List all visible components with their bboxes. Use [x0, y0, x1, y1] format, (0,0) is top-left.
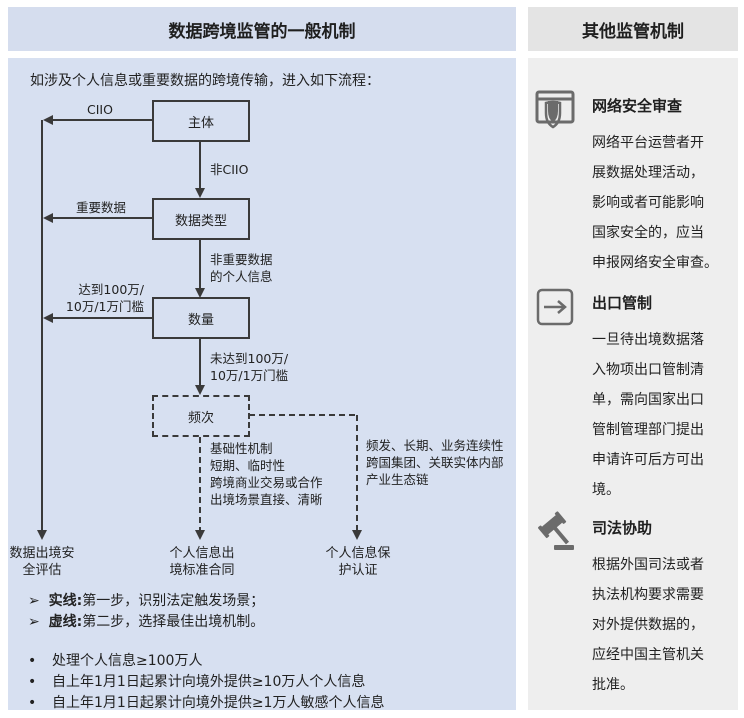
export-control-section: 出口管制 一旦待出境数据落入物项出口管制清 单，需向国家出口管制管理部门提出 申…	[534, 288, 734, 502]
important-data-label: 重要数据	[76, 200, 127, 215]
non-important-label: 非重要数据的个人信息	[210, 252, 273, 284]
threshold-list: 处理个人信息≥100万人 自上年1月1日起累计向境外提供≥10万人个人信息 自上…	[28, 651, 384, 714]
judicial-assistance-section: 司法协助 根据外国司法或者执法机构要求需要 对外提供数据的，应经中国主管机关 批…	[534, 511, 734, 707]
flow-panel	[8, 58, 516, 710]
legend-solid: ➢ 实线:第一步，识别法定触发场景；	[28, 593, 265, 609]
frequency-box: 频次	[152, 395, 250, 437]
basic-mechanism-label: 基础性机制短期、临时性 跨境商业交易或合作出境场景直接、清晰	[210, 441, 323, 507]
shield-icon	[535, 90, 575, 129]
list-item: 自上年1月1日起累计向境外提供≥10万人个人信息	[28, 672, 384, 693]
legend-dashed: ➢ 虚线:第二步，选择最佳出境机制。	[28, 614, 265, 630]
general-mechanism-header: 数据跨境监管的一般机制	[8, 7, 516, 51]
security-assessment-outcome: 数据出境安全评估	[9, 546, 75, 578]
section-title: 司法协助	[592, 519, 653, 537]
gavel-icon	[538, 511, 574, 550]
list-item: 自上年1月1日起累计向境外提供≥1万人敏感个人信息	[28, 693, 384, 714]
ciio-label: CIIO	[87, 102, 113, 117]
section-title: 出口管制	[592, 294, 653, 312]
section-title: 网络安全审查	[592, 97, 683, 115]
section-text: 网络平台运营者开展数据处理活动， 影响或者可能影响国家安全的，应当 申报网络安全…	[592, 135, 718, 271]
subject-box: 主体	[152, 100, 250, 142]
flow-intro: 如涉及个人信息或重要数据的跨境传输，进入如下流程：	[30, 73, 380, 89]
section-text: 一旦待出境数据落入物项出口管制清 单，需向国家出口管制管理部门提出 申请许可后方…	[592, 332, 704, 498]
non-ciio-label: 非CIIO	[210, 162, 249, 177]
certification-outcome: 个人信息保护认证	[325, 546, 391, 578]
section-text: 根据外国司法或者执法机构要求需要 对外提供数据的，应经中国主管机关 批准。	[592, 557, 704, 693]
other-mechanism-header: 其他监管机制	[528, 7, 738, 51]
data-type-box: 数据类型	[152, 198, 250, 240]
legend-marker-icon: ➢	[28, 593, 40, 609]
exit-arrow-icon	[536, 288, 574, 326]
other-panel	[528, 58, 738, 710]
list-item: 处理个人信息≥100万人	[28, 651, 384, 672]
frequent-scenario-label: 频发、长期、业务连续性跨国集团、关联实体内部 产业生态链	[366, 438, 504, 487]
reached-threshold-label: 达到100万/10万/1万门槛	[65, 282, 144, 314]
standard-contract-outcome: 个人信息出境标准合同	[169, 546, 235, 578]
not-reached-label: 未达到100万/10万/1万门槛	[210, 351, 289, 383]
quantity-box: 数量	[152, 297, 250, 339]
legend-marker-icon: ➢	[28, 614, 40, 630]
cyber-review-section: 网络安全审查 网络平台运营者开展数据处理活动， 影响或者可能影响国家安全的，应当…	[534, 90, 734, 285]
